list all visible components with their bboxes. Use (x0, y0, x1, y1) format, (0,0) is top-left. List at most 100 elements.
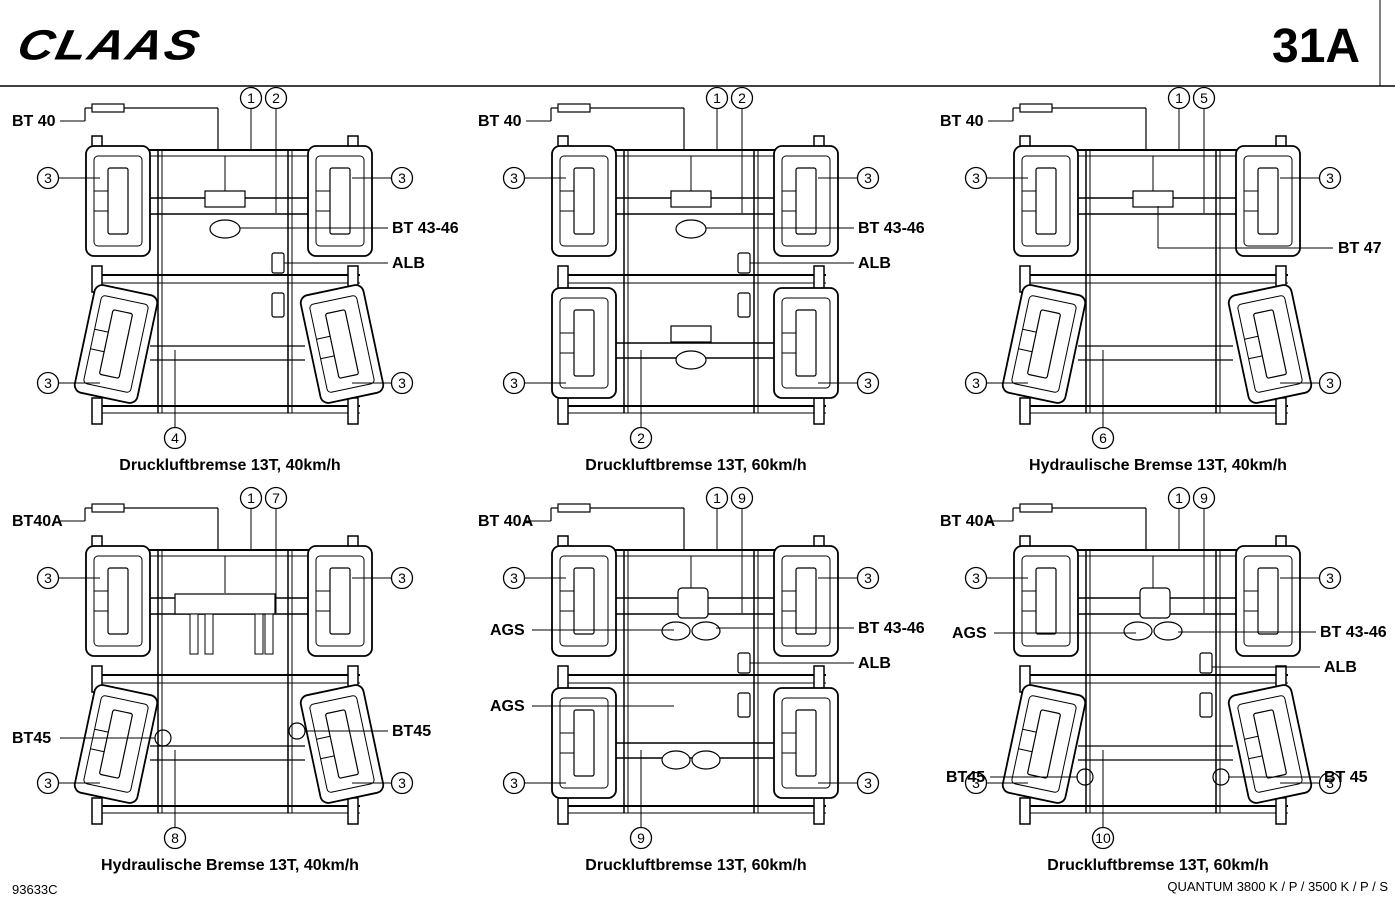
label-ags: AGS (952, 625, 987, 642)
supply-line-label: BT 40A (478, 513, 534, 530)
label-bt45-right: BT45 (392, 723, 431, 740)
callout-wheel-text: 3 (398, 775, 406, 791)
callout-wheel: 3 (36, 166, 60, 190)
callout-pos-a: 1 (1167, 486, 1191, 510)
callout-wheel: 3 (964, 771, 988, 795)
callout-wheel: 3 (1318, 166, 1342, 190)
wheel (773, 287, 839, 399)
callout-pos-b: 2 (264, 86, 288, 110)
callout-wheel: 3 (390, 371, 414, 395)
wheel (1235, 545, 1301, 657)
callout-bottom: 10 (1091, 826, 1115, 850)
callout-pos-b: 7 (264, 486, 288, 510)
callout-bottom-text: 6 (1099, 430, 1107, 446)
callout-wheel: 3 (502, 166, 526, 190)
callout-wheel: 3 (502, 771, 526, 795)
wheel (299, 684, 385, 804)
wheel (1013, 545, 1079, 657)
wheel (85, 545, 151, 657)
callout-pos-b-text: 5 (1200, 90, 1208, 106)
wheel (1013, 145, 1079, 257)
wheel (299, 284, 385, 404)
label-bt43-46: BT 43-46 (858, 220, 925, 237)
label-alb: ALB (392, 255, 425, 272)
callout-wheel-text: 3 (398, 375, 406, 391)
label-bt43-46: BT 43-46 (858, 620, 925, 637)
label-alb: ALB (858, 255, 891, 272)
model-designation: QUANTUM 3800 K / P / 3500 K / P / S (1167, 879, 1388, 894)
wheel (307, 145, 373, 257)
callout-bottom-text: 10 (1095, 830, 1111, 846)
callout-pos-a: 1 (239, 486, 263, 510)
callout-wheel: 3 (856, 371, 880, 395)
panel-caption: Druckluftbremse 13T, 60km/h (585, 857, 806, 874)
panel-caption: Druckluftbremse 13T, 40km/h (119, 457, 340, 474)
supply-line-label: BT 40A (940, 513, 996, 530)
callout-pos-b-text: 2 (738, 90, 746, 106)
label-bt45-right: BT 45 (1324, 769, 1368, 786)
claas-logo: CLAAS (13, 21, 205, 68)
wheel (73, 684, 159, 804)
callout-wheel: 3 (1318, 566, 1342, 590)
label-ags: AGS (490, 622, 525, 639)
supply-line-label: BT 40 (478, 113, 522, 130)
sheet-code: 31A (1272, 20, 1360, 73)
panel-caption: Hydraulische Bremse 13T, 40km/h (101, 857, 359, 874)
callout-pos-a-text: 1 (247, 90, 255, 106)
supply-line-label: BT 40 (12, 113, 56, 130)
callout-wheel: 3 (964, 371, 988, 395)
callout-wheel-text: 3 (1326, 775, 1334, 791)
callout-wheel-text: 3 (398, 170, 406, 186)
supply-line-label: BT40A (12, 513, 63, 530)
panel-caption: Hydraulische Bremse 13T, 40km/h (1029, 457, 1287, 474)
callout-wheel-text: 3 (44, 775, 52, 791)
wheel (773, 545, 839, 657)
callout-wheel-text: 3 (864, 170, 872, 186)
callout-wheel-text: 3 (44, 570, 52, 586)
wheel (551, 687, 617, 799)
callout-wheel: 3 (856, 771, 880, 795)
callout-wheel: 3 (1318, 771, 1342, 795)
callout-wheel-text: 3 (972, 775, 980, 791)
callout-wheel: 3 (1318, 371, 1342, 395)
callout-wheel-text: 3 (864, 375, 872, 391)
wheel (1001, 684, 1087, 804)
callout-pos-b-text: 7 (272, 490, 280, 506)
callout-pos-a-text: 1 (247, 490, 255, 506)
label-bt45-left: BT45 (946, 769, 985, 786)
label-bt43-46: BT 43-46 (1320, 624, 1387, 641)
callout-bottom: 6 (1091, 426, 1115, 450)
callout-bottom: 9 (629, 826, 653, 850)
wheel (1227, 684, 1313, 804)
callout-pos-a-text: 1 (713, 90, 721, 106)
callout-wheel-text: 3 (1326, 375, 1334, 391)
callout-bottom-text: 4 (171, 430, 179, 446)
wheel (1227, 284, 1313, 404)
callout-wheel: 3 (502, 566, 526, 590)
callout-bottom-text: 8 (171, 830, 179, 846)
wheel (773, 687, 839, 799)
wheel (773, 145, 839, 257)
wheel (551, 287, 617, 399)
drawing-number: 93633C (12, 882, 58, 897)
label-bt45-left: BT45 (12, 730, 51, 747)
callout-wheel-text: 3 (44, 375, 52, 391)
callout-wheel: 3 (964, 166, 988, 190)
label-ags-rear: AGS (490, 698, 525, 715)
callout-pos-a-text: 1 (1175, 490, 1183, 506)
callout-pos-b-text: 2 (272, 90, 280, 106)
callout-pos-b-text: 9 (1200, 490, 1208, 506)
wheel (73, 284, 159, 404)
callout-wheel: 3 (36, 371, 60, 395)
callout-wheel-text: 3 (1326, 570, 1334, 586)
wheel (85, 145, 151, 257)
wheel (307, 545, 373, 657)
callout-wheel: 3 (390, 166, 414, 190)
callout-pos-b: 2 (730, 86, 754, 110)
